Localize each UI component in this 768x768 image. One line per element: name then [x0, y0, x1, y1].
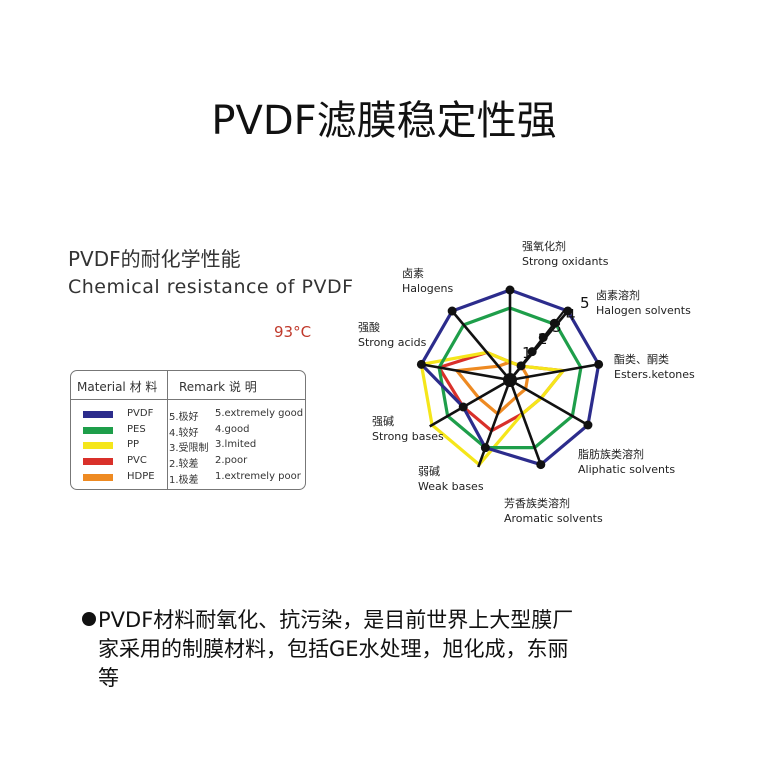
axis-spoke — [477, 379, 512, 468]
legend-row: PP 3.受限制 3.lmited — [71, 438, 305, 454]
legend-remark-en: 2.poor — [215, 455, 248, 466]
bullet-line: 家采用的制膜材料，包括GE水处理，旭化成，东丽 — [98, 637, 569, 661]
axis-label-en: Esters.ketones — [614, 368, 695, 381]
pvdf-vertex-dot — [447, 306, 457, 316]
axis-label-cn: 脂肪族类溶剂 — [578, 448, 644, 461]
pvdf-vertex-dot — [458, 402, 468, 412]
bullet-line: PVDF材料耐氧化、抗污染，是目前世界上大型膜厂 — [98, 608, 574, 632]
scale-spoke — [509, 306, 568, 381]
axis-label-cn: 弱碱 — [418, 465, 440, 478]
axis-label-en: Weak bases — [418, 480, 484, 493]
bullet-paragraph: PVDF材料耐氧化、抗污染，是目前世界上大型膜厂 家采用的制膜材料，包括GE水处… — [80, 606, 680, 693]
legend-remark-en: 5.extremely good — [215, 408, 304, 419]
axis-label-aromatic-solvents: 芳香族类溶剂 Aromatic solvents — [504, 496, 603, 526]
pvdf-vertex-dot — [416, 359, 426, 369]
legend-swatch — [83, 411, 113, 418]
bullet-icon — [82, 612, 96, 626]
legend-remark-cn: 1.极差 — [169, 475, 199, 486]
ring-label: 4 — [566, 306, 576, 324]
radar-chart: 1 2 3 4 5 强氧化剂 Strong oxidants 卤素溶剂 Halo… — [350, 232, 710, 532]
legend-remark-en: 1.extremely poor — [215, 471, 301, 482]
axis-label-cn: 强碱 — [372, 415, 394, 428]
legend-remark-en: 3.lmited — [215, 439, 257, 450]
legend-material-name: PVDF — [127, 408, 154, 419]
axis-label-cn: 卤素溶剂 — [596, 289, 640, 302]
axis-spoke — [449, 308, 511, 381]
axis-label-en: Aliphatic solvents — [578, 463, 676, 476]
axis-label-halogens: 卤素 Halogens — [402, 266, 453, 296]
axis-label-en: Strong oxidants — [522, 255, 609, 268]
axis-label-cn: 强氧化剂 — [522, 240, 566, 253]
axis-label-esters-ketones: 酯类、酮类 Esters.ketones — [614, 352, 695, 382]
pvdf-vertex-dot — [536, 460, 546, 470]
legend-remark-cn: 2.较差 — [169, 459, 199, 470]
legend-remark-cn: 3.受限制 — [169, 443, 209, 454]
axis-spoke — [508, 379, 543, 468]
legend-table: Material 材 料 Remark 说 明 PVDF 5.极好 5.extr… — [70, 370, 306, 490]
axis-label-en: Halogen solvents — [596, 304, 691, 317]
series-polygon-pes — [437, 306, 583, 450]
page-title: PVDF滤膜稳定性强 — [211, 98, 557, 144]
radar-svg — [416, 285, 604, 470]
series-polygon-hdpe — [453, 360, 530, 416]
axis-spoke — [429, 378, 511, 428]
axis-spoke — [418, 362, 511, 382]
center-hub — [503, 373, 517, 387]
bullet-line: 等 — [98, 666, 119, 690]
legend-remark-cn: 4.较好 — [169, 428, 199, 439]
axis-spoke — [509, 362, 602, 382]
legend-swatch — [83, 442, 113, 449]
legend-row: HDPE 1.极差 1.extremely poor — [71, 470, 305, 486]
ring-label: 3 — [552, 318, 562, 336]
legend-header-remark: Remark 说 明 — [179, 380, 257, 394]
pvdf-vertex-dot — [594, 359, 604, 369]
legend-material-name: PP — [127, 439, 140, 450]
legend-row: PES 4.较好 4.good — [71, 423, 305, 439]
legend-row: PVDF 5.极好 5.extremely good — [71, 407, 305, 423]
axis-label-strong-oxidants: 强氧化剂 Strong oxidants — [522, 239, 608, 269]
ring-label: 5 — [580, 294, 590, 312]
pvdf-vertex-dot — [480, 443, 490, 453]
axis-label-en: Aromatic solvents — [504, 512, 603, 525]
series-polygon-pvdf — [419, 288, 601, 467]
axis-label-en: Strong bases — [372, 430, 444, 443]
pvdf-vertex-dot — [563, 306, 573, 316]
axis-label-en: Halogens — [402, 282, 454, 295]
legend-remark-en: 4.good — [215, 424, 250, 435]
axis-label-en: Strong acids — [358, 336, 427, 349]
legend-swatch — [83, 427, 113, 434]
ring-label: 1 — [522, 344, 532, 362]
legend-swatch — [83, 474, 113, 481]
axis-label-strong-bases: 强碱 Strong bases — [372, 414, 444, 444]
series-polygon-pp — [419, 350, 567, 467]
legend-material-name: PES — [127, 424, 146, 435]
legend-swatch — [83, 458, 113, 465]
axis-label-halogen-solvents: 卤素溶剂 Halogen solvents — [596, 288, 691, 318]
ring-label: 2 — [538, 330, 548, 348]
axis-label-aliphatic-solvents: 脂肪族类溶剂 Aliphatic solvents — [578, 447, 675, 477]
chart-heading-cn: PVDF的耐化学性能 — [68, 247, 241, 271]
pvdf-vertex-dot — [505, 285, 515, 295]
axis-label-strong-acids: 强酸 Strong acids — [358, 320, 426, 350]
pvdf-vertex-dot — [583, 420, 593, 430]
axis-label-cn: 酯类、酮类 — [614, 353, 669, 366]
legend-remark-cn: 5.极好 — [169, 412, 199, 423]
legend-row: PVC 2.较差 2.poor — [71, 454, 305, 470]
legend-material-name: PVC — [127, 455, 147, 466]
legend-material-name: HDPE — [127, 471, 155, 482]
axis-label-cn: 强酸 — [358, 321, 380, 334]
temperature-label: 93°C — [274, 323, 312, 341]
chart-heading-en: Chemical resistance of PVDF — [68, 276, 354, 298]
legend-divider-vertical — [167, 371, 168, 489]
axis-label-weak-bases: 弱碱 Weak bases — [418, 464, 484, 494]
axis-label-cn: 芳香族类溶剂 — [504, 497, 570, 510]
axis-label-cn: 卤素 — [402, 267, 424, 280]
legend-divider-horizontal — [71, 399, 305, 400]
axis-spoke — [509, 378, 591, 428]
legend-header-material: Material 材 料 — [77, 380, 158, 394]
